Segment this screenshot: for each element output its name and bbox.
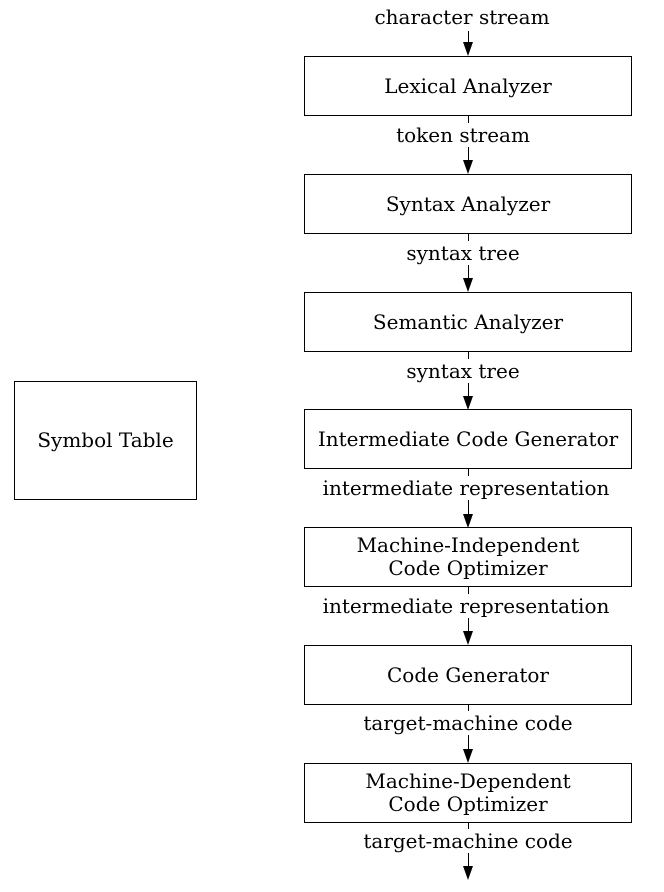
machine-dependent-code-optimizer-box: Machine-Dependent Code Optimizer bbox=[304, 763, 632, 823]
phase-label: Lexical Analyzer bbox=[384, 73, 552, 98]
arrowhead-icon bbox=[463, 631, 473, 645]
phase-label-line2: Code Optimizer bbox=[388, 792, 548, 816]
stream-label-target-machine-code: target-machine code bbox=[360, 829, 576, 853]
arrowhead-icon bbox=[463, 42, 473, 56]
stream-label-syntax-tree: syntax tree bbox=[403, 359, 523, 383]
arrowhead-icon bbox=[463, 278, 473, 292]
stream-label-character-stream: character stream bbox=[374, 5, 550, 29]
arrowhead-icon bbox=[463, 160, 473, 174]
phase-label: Syntax Analyzer bbox=[385, 191, 551, 216]
phase-label: Semantic Analyzer bbox=[372, 309, 564, 334]
phase-label-line2: Code Optimizer bbox=[388, 556, 548, 580]
stream-label-syntax-tree: syntax tree bbox=[403, 241, 523, 265]
arrowhead-icon bbox=[463, 866, 473, 880]
stream-label-intermediate-representation: intermediate representation bbox=[319, 476, 613, 500]
intermediate-code-generator-box: Intermediate Code Generator bbox=[304, 409, 632, 469]
machine-independent-code-optimizer-box: Machine-Independent Code Optimizer bbox=[304, 527, 632, 587]
phase-label-line1: Machine-Dependent bbox=[365, 769, 571, 793]
arrowhead-icon bbox=[463, 396, 473, 410]
stream-label-token-stream: token stream bbox=[393, 123, 533, 147]
arrowhead-icon bbox=[463, 749, 473, 763]
phase-label: Code Generator bbox=[387, 662, 549, 687]
lexical-analyzer-box: Lexical Analyzer bbox=[304, 56, 632, 116]
arrowhead-icon bbox=[463, 514, 473, 528]
flow-line bbox=[468, 31, 469, 42]
phase-label-line1: Machine-Independent bbox=[356, 533, 580, 557]
phase-label: Intermediate Code Generator bbox=[317, 426, 619, 451]
stream-label-intermediate-representation: intermediate representation bbox=[319, 594, 613, 618]
symbol-table-box: Symbol Table bbox=[14, 381, 197, 500]
syntax-analyzer-box: Syntax Analyzer bbox=[304, 174, 632, 234]
stream-label-target-machine-code: target-machine code bbox=[360, 711, 576, 735]
symbol-table-label: Symbol Table bbox=[37, 428, 174, 452]
code-generator-box: Code Generator bbox=[304, 645, 632, 705]
semantic-analyzer-box: Semantic Analyzer bbox=[304, 292, 632, 352]
